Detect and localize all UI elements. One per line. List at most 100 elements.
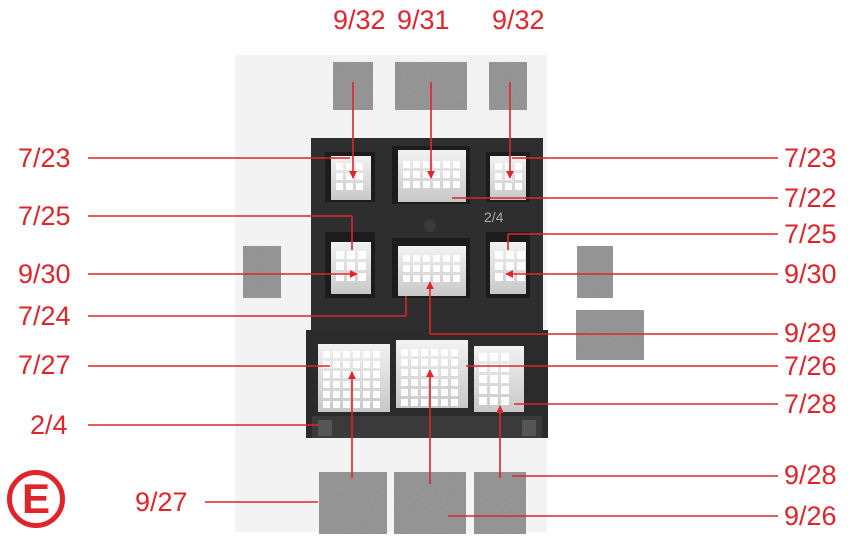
relay-pin xyxy=(495,183,502,190)
label-left-4: 7/24 xyxy=(18,303,71,330)
relay-pin xyxy=(495,273,503,281)
relay-pin xyxy=(353,351,360,358)
relay-pin xyxy=(347,251,355,259)
relay-pin xyxy=(347,262,355,270)
relay-pin xyxy=(479,375,487,383)
relay-pin xyxy=(421,349,428,356)
relay-pin xyxy=(515,183,522,190)
relay-pin xyxy=(451,359,458,366)
connector-block-9-30-right xyxy=(577,246,613,298)
relay-pin xyxy=(403,255,410,262)
relay-pin xyxy=(413,275,420,282)
label-right-1: 7/23 xyxy=(784,145,837,172)
relay-pin xyxy=(363,371,370,378)
label-left-2: 7/25 xyxy=(18,203,71,230)
relay-pin xyxy=(363,361,370,368)
relay-pin xyxy=(403,275,410,282)
relay-pin xyxy=(443,265,450,272)
relay-pin xyxy=(451,399,458,406)
label-right-5: 9/29 xyxy=(784,320,837,347)
relay-pin xyxy=(433,171,440,178)
relay-pin xyxy=(451,379,458,386)
relay-pin xyxy=(353,401,360,408)
relay-pin xyxy=(501,397,509,405)
label-top-left: 9/32 xyxy=(333,7,386,34)
relay-pin xyxy=(336,262,344,270)
relay-pin xyxy=(333,371,340,378)
label-left-5: 7/27 xyxy=(18,352,71,379)
relay-pin xyxy=(373,391,380,398)
relay-pin xyxy=(506,262,514,270)
relay-pin xyxy=(343,361,350,368)
relay-pin xyxy=(423,171,430,178)
relay-pin xyxy=(323,381,330,388)
relay-pin xyxy=(501,353,509,361)
relay-pin xyxy=(346,163,353,170)
relay-pin xyxy=(423,275,430,282)
relay-pin xyxy=(421,369,428,376)
relay-pin xyxy=(423,265,430,272)
label-right-2: 7/22 xyxy=(784,185,837,212)
relay-pin xyxy=(490,353,498,361)
relay-pin xyxy=(421,359,428,366)
relay-pin xyxy=(358,262,366,270)
relay-pin xyxy=(343,351,350,358)
relay-pin xyxy=(495,251,503,259)
relay-pin xyxy=(479,353,487,361)
relay-pin xyxy=(333,391,340,398)
relay-pin xyxy=(336,163,343,170)
relay-pin xyxy=(423,181,430,188)
relay-pin xyxy=(411,369,418,376)
relay-pin xyxy=(453,255,460,262)
relay-pin xyxy=(346,183,353,190)
relay-pin xyxy=(411,359,418,366)
relay-pin xyxy=(441,399,448,406)
label-right-6: 7/26 xyxy=(784,353,837,380)
relay-pin xyxy=(495,262,503,270)
relay-pin xyxy=(401,379,408,386)
relay-pin xyxy=(343,381,350,388)
label-left-1: 7/23 xyxy=(18,145,71,172)
housing-marking: 2/4 xyxy=(484,209,504,225)
relay-pin xyxy=(443,161,450,168)
relay-pin xyxy=(343,401,350,408)
relay-pin xyxy=(501,375,509,383)
relay-pin xyxy=(441,369,448,376)
relay-pin xyxy=(401,369,408,376)
relay-pin xyxy=(358,251,366,259)
label-right-3: 7/25 xyxy=(784,221,837,248)
relay-pin xyxy=(333,401,340,408)
relay-pin xyxy=(401,359,408,366)
relay-pin xyxy=(411,379,418,386)
relay-pin xyxy=(353,371,360,378)
relay-pin xyxy=(443,171,450,178)
label-top-right: 9/32 xyxy=(492,7,545,34)
relay-pin xyxy=(413,181,420,188)
relay-pin xyxy=(431,349,438,356)
relay-pin xyxy=(433,265,440,272)
relay-pin xyxy=(363,351,370,358)
relay-pin xyxy=(441,379,448,386)
relay-pin xyxy=(333,361,340,368)
relay-pin xyxy=(363,381,370,388)
relay-pin xyxy=(343,391,350,398)
relay-pin xyxy=(411,389,418,396)
relay-pin xyxy=(413,265,420,272)
relay-pin xyxy=(441,359,448,366)
relay-pin xyxy=(453,181,460,188)
relay-pin xyxy=(403,171,410,178)
relay-pin xyxy=(411,349,418,356)
relay-pin xyxy=(346,173,353,180)
relay-pin xyxy=(501,386,509,394)
relay-pin xyxy=(441,349,448,356)
relay-pin xyxy=(363,391,370,398)
relay-pin xyxy=(421,379,428,386)
relay-pin xyxy=(323,401,330,408)
relay-pin xyxy=(323,361,330,368)
relay-pin xyxy=(401,399,408,406)
relay-pin xyxy=(517,262,525,270)
relay-pin xyxy=(423,161,430,168)
label-left-6: 2/4 xyxy=(30,412,68,439)
relay-pin xyxy=(333,381,340,388)
